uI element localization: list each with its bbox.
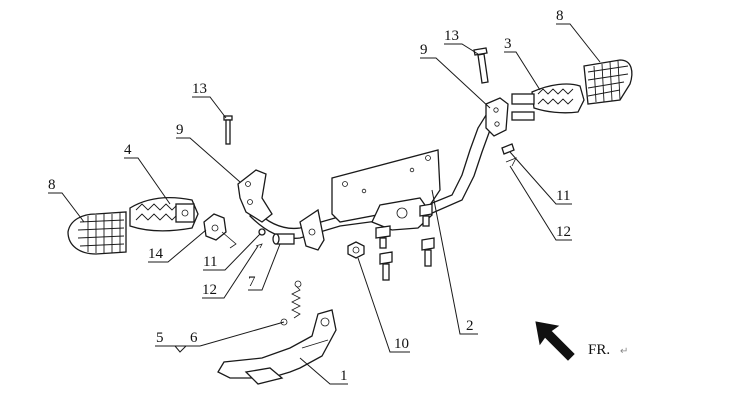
left-pin — [223, 115, 233, 145]
callout-3: 3 — [504, 36, 512, 52]
side-stand — [217, 309, 337, 385]
left-washer-and-cotter — [255, 228, 266, 249]
right-rubber-pad — [583, 59, 633, 105]
pivot-bushing — [272, 233, 295, 245]
right-washer-and-cotter — [501, 143, 517, 167]
right-footrest — [511, 83, 585, 121]
spring-clip — [203, 213, 237, 249]
callout-1: 1 — [340, 368, 348, 384]
callout-8-right: 8 — [556, 8, 564, 24]
return-mark: ↵ — [620, 346, 628, 357]
callout-11-left: 11 — [203, 254, 217, 270]
left-footrest-bracket — [237, 169, 273, 223]
left-footrest — [129, 196, 199, 232]
callout-4: 4 — [124, 142, 132, 158]
callout-13-left: 13 — [192, 81, 207, 97]
callout-12-right: 12 — [556, 224, 571, 240]
callout-2: 2 — [466, 318, 474, 334]
right-footrest-bracket — [485, 97, 509, 137]
callout-13-right: 13 — [444, 28, 459, 44]
callout-9-left: 9 — [176, 122, 184, 138]
callout-12-left: 12 — [202, 282, 217, 298]
left-rubber-pad — [67, 211, 127, 255]
stand-spring — [280, 280, 302, 326]
main-frame-pipe — [249, 111, 497, 251]
callout-6: 6 — [190, 330, 198, 346]
hex-nut — [347, 241, 365, 259]
mounting-bolts — [375, 203, 435, 281]
callout-labels: 13 9 4 8 14 11 12 7 5 6 1 10 2 13 9 3 8 … — [48, 8, 571, 384]
callout-9-right: 9 — [420, 42, 428, 58]
callout-5: 5 — [156, 330, 164, 346]
callout-14: 14 — [148, 246, 164, 262]
leader-lines — [48, 23, 601, 385]
callout-11-right: 11 — [556, 188, 570, 204]
front-direction-label: FR. — [588, 342, 610, 358]
callout-10: 10 — [394, 336, 409, 352]
front-arrow-icon — [535, 321, 575, 361]
callout-7: 7 — [248, 274, 256, 290]
front-direction-indicator: FR. ↵ — [535, 321, 628, 361]
callout-8-left: 8 — [48, 177, 56, 193]
